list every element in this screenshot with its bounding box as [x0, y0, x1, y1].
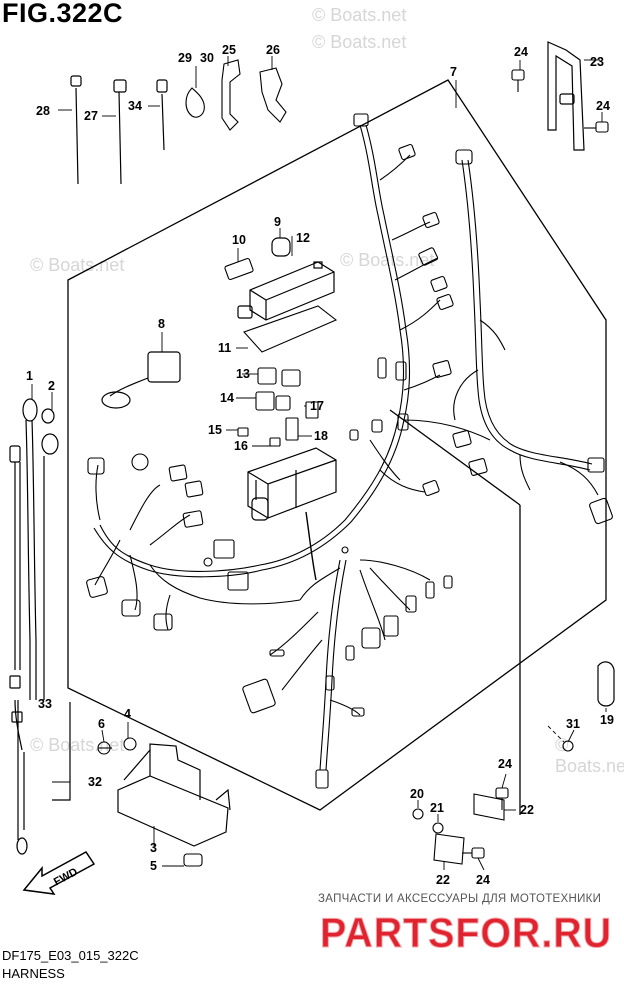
watermark: © Boats.net — [312, 5, 407, 25]
callout-24: 24 — [514, 45, 528, 59]
callout-24: 24 — [596, 99, 610, 113]
watermark: © Boats.net — [30, 255, 125, 275]
callout-18: 18 — [314, 429, 328, 443]
callout-22: 22 — [520, 803, 534, 817]
svg-text:30: 30 — [200, 51, 214, 65]
relay-8 — [101, 351, 181, 409]
callout-17: 17 — [310, 399, 324, 413]
callout-11: 11 — [218, 341, 231, 355]
screws-24 — [462, 69, 609, 859]
callout-29-30: 29 — [178, 51, 192, 65]
harness-connectors — [86, 113, 613, 789]
callout-15: 15 — [208, 423, 222, 437]
clamp-10 — [224, 257, 254, 281]
shop-logo: PARTSFOR.RU — [320, 909, 612, 957]
wiring-harness-7 — [93, 124, 599, 771]
callout-6: 6 — [98, 717, 105, 731]
clamps-25-26-29-30 — [185, 59, 287, 131]
callout-20: 20 — [410, 787, 424, 801]
callout-8: 8 — [158, 317, 165, 331]
part-callouts: 7 23 24 24 29 30 25 26 28 27 34 9 10 12 … — [26, 43, 614, 887]
callout-24: 24 — [476, 873, 490, 887]
callout-12: 12 — [296, 231, 310, 245]
callout-32: 32 — [88, 775, 102, 789]
callout-13: 13 — [236, 367, 250, 381]
callout-28: 28 — [36, 104, 50, 118]
callout-4: 4 — [124, 707, 131, 721]
callout-10: 10 — [232, 233, 246, 247]
callout-3: 3 — [150, 841, 157, 855]
cable-ties — [70, 75, 168, 185]
harness-group-outline — [67, 79, 607, 811]
callout-21: 21 — [430, 801, 444, 815]
callout-19: 19 — [600, 713, 614, 727]
shop-tagline: ЗАПЧАСТИ И АКСЕССУАРЫ ДЛЯ МОТОТЕХНИКИ — [318, 893, 602, 905]
callout-22: 22 — [436, 873, 450, 887]
callout-34: 34 — [128, 99, 142, 113]
leader-lines — [31, 56, 607, 871]
callout-33: 33 — [38, 697, 52, 711]
battery-cables — [9, 398, 59, 855]
callout-26: 26 — [266, 43, 280, 57]
callout-2: 2 — [48, 379, 55, 393]
fuse-holder-gasket-11 — [243, 305, 338, 353]
grommet-9 — [271, 237, 291, 257]
callout-27: 27 — [84, 109, 98, 123]
callout-5: 5 — [150, 859, 157, 873]
bracket-23 — [547, 41, 585, 151]
watermark: © Boats.net — [30, 735, 125, 755]
callout-7: 7 — [450, 65, 457, 79]
callout-14: 14 — [220, 391, 234, 405]
callout-1: 1 — [26, 369, 33, 383]
callout-24: 24 — [498, 757, 512, 771]
fuse-holder-12 — [237, 261, 335, 321]
fwd-arrow-icon: FWD — [22, 851, 96, 895]
bracket-3 — [117, 743, 231, 847]
cap-19 — [597, 661, 615, 707]
callout-16: 16 — [234, 439, 248, 453]
shop-logo-text: PARTSFOR.RU — [320, 909, 612, 956]
leader-bracket-33-32 — [52, 702, 71, 801]
watermark: © Boats.net — [312, 32, 407, 52]
fuse-box-case — [247, 447, 337, 581]
small-parts-20-21-31-5-4-6 — [97, 737, 574, 867]
harness-group-rear-edge — [389, 409, 521, 506]
callout-31: 31 — [566, 717, 580, 731]
callout-23: 23 — [590, 55, 604, 69]
figure-title: FIG.322C — [2, 0, 124, 28]
diagram-code: DF175_E03_015_322C — [2, 948, 139, 963]
callout-25: 25 — [222, 43, 236, 57]
plates-22 — [433, 793, 505, 865]
callout-9: 9 — [274, 215, 281, 229]
fuses-15-18 — [237, 401, 319, 447]
section-name: HARNESS — [2, 966, 65, 981]
relays-13-14 — [255, 367, 301, 411]
